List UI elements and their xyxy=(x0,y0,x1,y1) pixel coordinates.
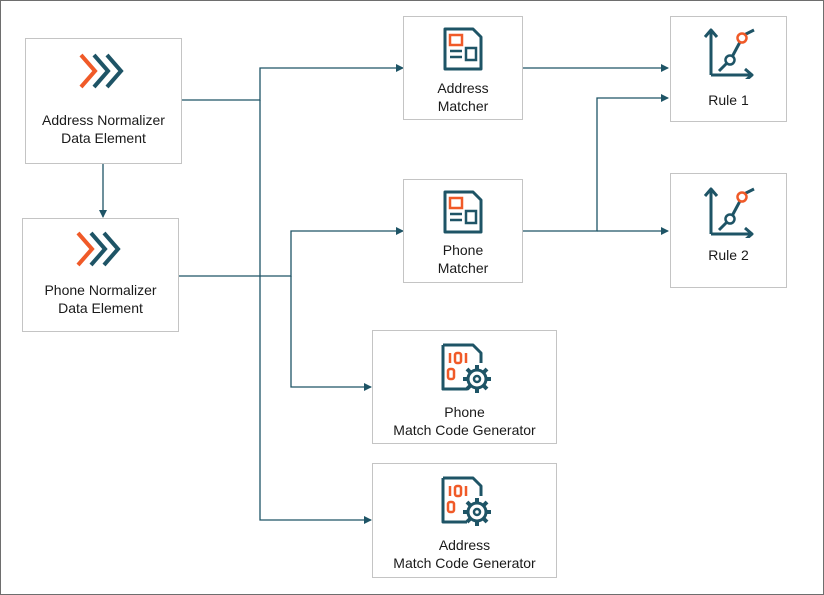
chevrons-icon xyxy=(78,53,124,89)
node-label-line2: Matcher xyxy=(437,98,489,114)
connector-phone-matcher-to-rule1 xyxy=(523,94,669,232)
rule-chart-icon xyxy=(703,187,755,238)
matcher-document-icon xyxy=(443,27,483,71)
binary-gear-document-icon xyxy=(441,476,491,526)
node-label-line1: Address xyxy=(438,537,491,553)
node-phone-normalizer[interactable]: Phone Normalizer Data Element xyxy=(22,218,179,332)
node-label-line1: Address xyxy=(437,80,489,96)
node-rule-1[interactable]: Rule 1 xyxy=(670,16,787,122)
connector-phone-normalizer-to-phone-matcher xyxy=(179,227,404,277)
node-rule-2[interactable]: Rule 2 xyxy=(670,173,787,288)
chevrons-icon xyxy=(75,231,121,267)
node-address-normalizer[interactable]: Address Normalizer Data Element xyxy=(25,38,182,164)
node-label-line1: Phone xyxy=(444,404,485,420)
rule-chart-icon xyxy=(703,28,755,79)
connector-address-normalizer-to-address-mcg xyxy=(259,100,372,524)
connector-phone-normalizer-to-phone-mcg xyxy=(290,276,372,391)
node-address-matcher[interactable]: Address Matcher xyxy=(403,16,523,120)
node-label-line2: Data Element xyxy=(61,130,146,146)
node-phone-matcher[interactable]: Phone Matcher xyxy=(403,179,523,283)
node-phone-match-code-generator[interactable]: Phone Match Code Generator xyxy=(372,330,557,444)
node-label-line1: Phone xyxy=(442,242,484,258)
node-label-line2: Match Code Generator xyxy=(393,555,536,571)
node-label: Rule 1 xyxy=(708,92,749,108)
node-label-line2: Matcher xyxy=(437,260,489,276)
node-label: Rule 2 xyxy=(708,247,749,263)
node-label-line1: Phone Normalizer xyxy=(44,282,157,298)
matcher-document-icon xyxy=(443,190,483,234)
binary-gear-document-icon xyxy=(441,343,491,393)
node-address-match-code-generator[interactable]: Address Match Code Generator xyxy=(372,463,557,578)
connector-address-normalizer-to-address-matcher xyxy=(181,64,404,101)
node-label-line2: Match Code Generator xyxy=(393,422,536,438)
node-label-line2: Data Element xyxy=(58,300,143,316)
node-label-line1: Address Normalizer xyxy=(42,112,165,128)
